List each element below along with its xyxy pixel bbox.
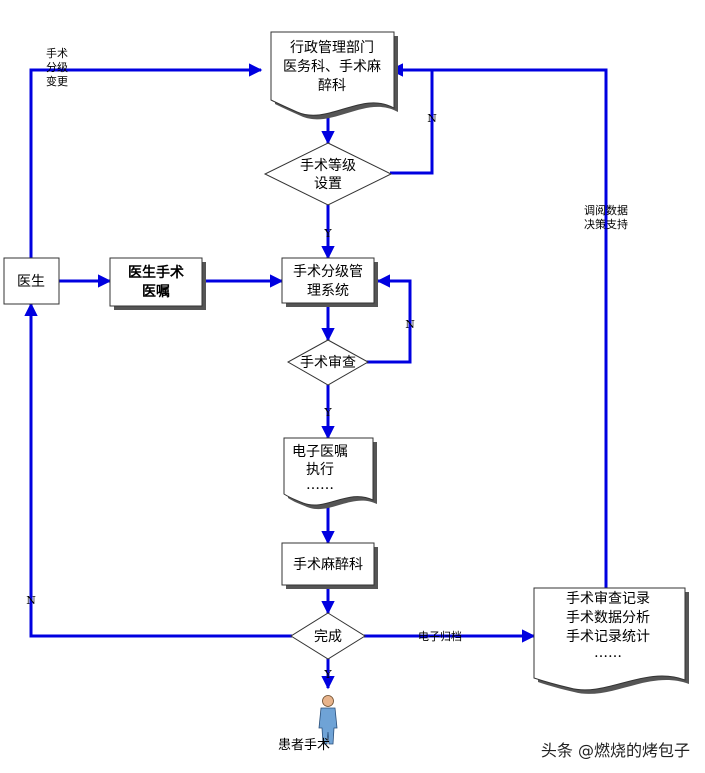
admin-line-2: 医务科、手术麻: [283, 59, 381, 75]
grade-line-1: 手术等级: [300, 157, 356, 174]
edge-doctor-to-admin: [29, 63, 263, 258]
records-line-3: 手术记录统计: [566, 629, 650, 645]
records-line-1: 手术审查记录: [566, 591, 650, 607]
doctor-label: 医生: [17, 274, 45, 290]
grade-line-2: 设置: [314, 176, 342, 192]
order-line-1: 医生手术: [128, 264, 184, 281]
execution-document-node: 电子医嘱 执行 ……: [283, 437, 377, 510]
done-label: 完成: [314, 629, 342, 645]
admin-document-node: 行政管理部门 医务科、手术麻 醉科: [270, 31, 398, 120]
review-y-label: Y: [323, 406, 332, 419]
system-line-2: 理系统: [307, 283, 349, 299]
archive-label: 电子归档: [418, 629, 462, 643]
records-line-2: 手术数据分析: [566, 610, 650, 626]
doctor-order-node: 医生手术 医嘱: [109, 257, 206, 310]
review-diamond: 手术审查: [286, 339, 370, 386]
patient-icon: [318, 695, 338, 745]
review-label: 手术审查: [300, 355, 356, 371]
exec-line-2: 执行: [306, 462, 334, 478]
admin-line-1: 行政管理部门: [290, 40, 374, 56]
exec-line-3: ……: [306, 477, 334, 493]
grade-change-label-2: 分级: [46, 61, 68, 74]
edge-done-n-to-doctor: [24, 302, 292, 638]
order-line-2: 医嘱: [142, 284, 170, 300]
grade-change-label-3: 变更: [46, 74, 68, 88]
anes-label: 手术麻醉科: [293, 557, 363, 573]
grade-change-label-1: 手术: [46, 46, 68, 60]
records-line-4: ……: [594, 645, 622, 661]
done-n-label: N: [26, 594, 36, 607]
grade-n-label: N: [427, 112, 437, 125]
watermark: 头条 @燃烧的烤包子: [541, 741, 690, 760]
grade-setting-diamond: 手术等级 设置: [263, 142, 393, 206]
grading-system-node: 手术分级管 理系统: [281, 257, 378, 307]
grade-y-label: Y: [323, 227, 332, 240]
edge-review-n-loop: [366, 274, 412, 364]
admin-line-3: 醉科: [318, 78, 346, 94]
decision-label-2: 决策支持: [584, 217, 628, 231]
review-n-label: N: [405, 318, 415, 331]
patient-label: 患者手术: [278, 738, 330, 753]
edge-records-decision: [389, 63, 608, 588]
decision-label-1: 调阅数据: [584, 203, 628, 217]
exec-line-1: 电子医嘱: [292, 444, 348, 460]
complete-diamond: 完成: [290, 612, 366, 660]
records-document-node: 手术审查记录 手术数据分析 手术记录统计 ……: [533, 587, 689, 694]
anesthesia-node: 手术麻醉科: [281, 542, 378, 589]
done-y-label: Y: [323, 668, 332, 681]
doctor-node: 医生: [3, 257, 60, 305]
system-line-1: 手术分级管: [293, 264, 363, 280]
